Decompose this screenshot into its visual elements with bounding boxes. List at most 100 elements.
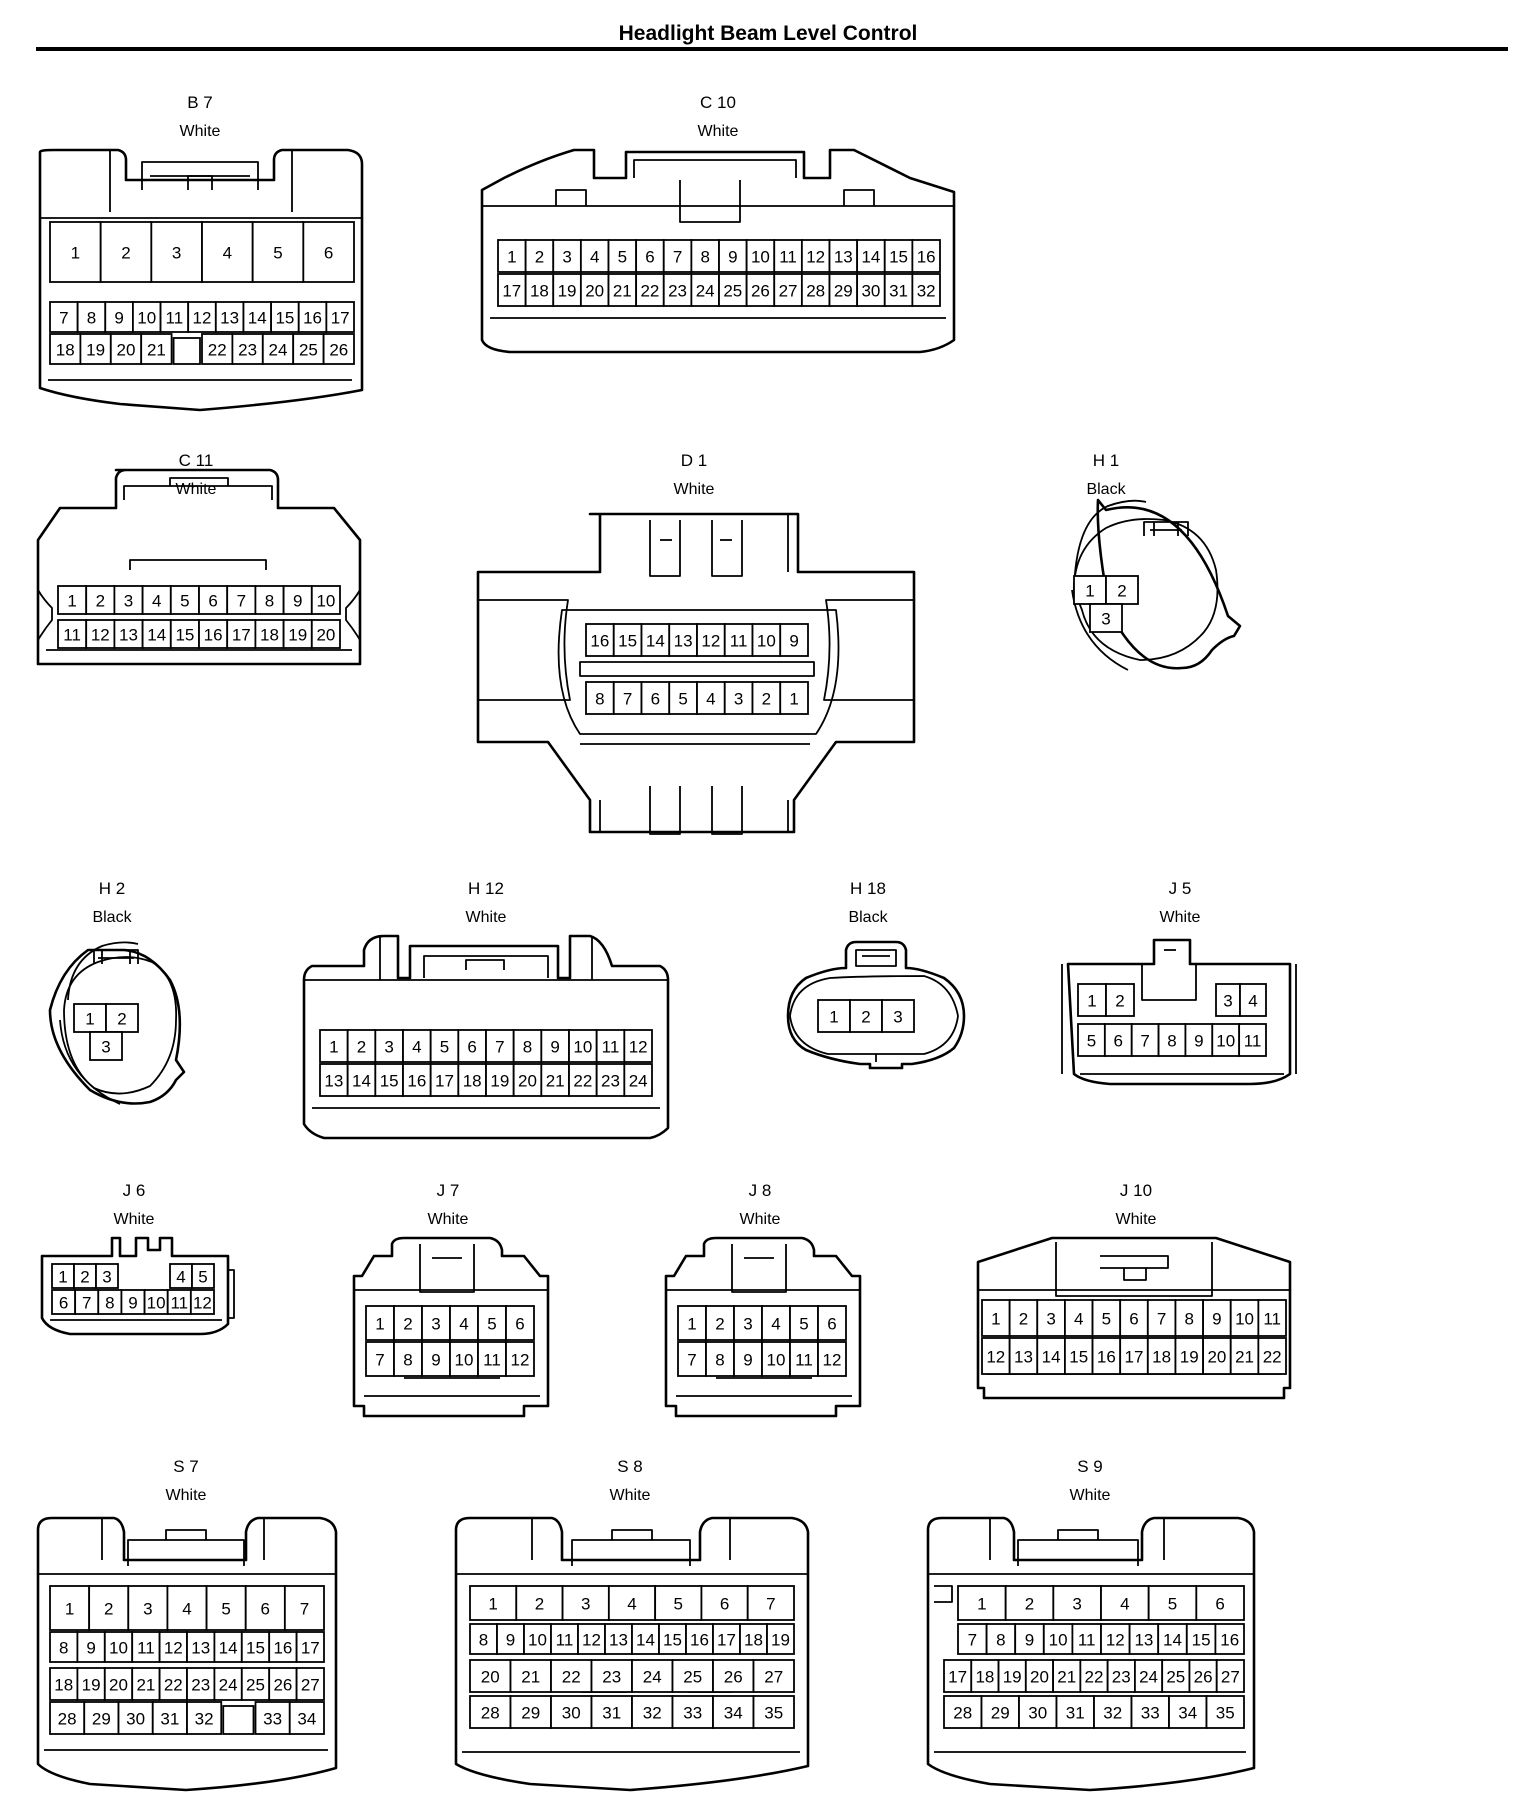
connector-id: C 10 <box>700 93 736 112</box>
pin-cell <box>789 1305 819 1341</box>
pin-number: 3 <box>562 248 571 267</box>
pin-number: 3 <box>1223 992 1232 1011</box>
pin-cell <box>1036 1337 1066 1375</box>
pin-number: 13 <box>191 1639 210 1658</box>
pin-cell <box>696 623 726 657</box>
pin-number: 10 <box>137 309 156 328</box>
pin-cell <box>677 1305 707 1341</box>
pin-number: 9 <box>114 309 123 328</box>
connector-housing <box>48 948 186 1105</box>
pin-number: 6 <box>1129 1310 1138 1329</box>
pin-cell <box>856 273 886 307</box>
pin-number: 14 <box>1042 1348 1061 1367</box>
pin-number: 23 <box>191 1676 210 1695</box>
pin-number: 15 <box>246 1639 265 1658</box>
pin-number: 5 <box>674 1595 683 1614</box>
pin-number: 2 <box>357 1038 366 1057</box>
connector-id: J 10 <box>1120 1181 1152 1200</box>
pin-number: 4 <box>1248 992 1257 1011</box>
pin-number: 23 <box>668 282 687 301</box>
pin-number: 15 <box>175 626 194 645</box>
pin-cell <box>911 239 941 273</box>
pin-number: 6 <box>645 248 654 267</box>
pin-number: 28 <box>806 282 825 301</box>
pin-number: 24 <box>1139 1668 1158 1687</box>
pin-cell <box>828 273 859 307</box>
pin-number: 4 <box>176 1268 185 1287</box>
pin-cell <box>113 585 144 615</box>
pin-number: 9 <box>293 592 302 611</box>
pin-number: 13 <box>1014 1348 1033 1367</box>
pin-number: 24 <box>696 282 715 301</box>
pin-cell <box>1052 1659 1082 1693</box>
pin-number: 2 <box>861 1008 870 1027</box>
pin-cell <box>1064 1299 1094 1337</box>
pin-cell <box>1157 1623 1188 1655</box>
pin-number: 16 <box>590 632 609 651</box>
pin-number: 11 <box>1263 1310 1281 1329</box>
pin-cell <box>131 1667 161 1701</box>
pin-number: 16 <box>917 248 936 267</box>
pin-number: 8 <box>996 1631 1005 1650</box>
pin-cell <box>88 1585 130 1631</box>
pin-cell <box>677 1341 707 1377</box>
pin-cell <box>169 585 200 615</box>
pin-number: 1 <box>85 1010 94 1029</box>
pin-number: 24 <box>643 1668 662 1687</box>
pin-number: 2 <box>1019 1310 1028 1329</box>
pin-cell <box>49 301 79 333</box>
pin-number: 22 <box>573 1072 592 1091</box>
pin-number: 8 <box>59 1639 68 1658</box>
housing-detail <box>67 941 139 1001</box>
pin-number: 9 <box>550 1038 559 1057</box>
pin-number: 6 <box>1215 1595 1224 1614</box>
pin-number: 9 <box>728 248 737 267</box>
pin-cell <box>226 619 257 649</box>
pin-cell <box>718 273 748 307</box>
pin-number: 6 <box>651 690 660 709</box>
pin-number: 14 <box>147 626 166 645</box>
pin-cell <box>1195 1585 1245 1621</box>
housing-detail <box>345 589 361 641</box>
pin-cell <box>198 585 229 615</box>
pin-cell <box>579 239 610 273</box>
pin-cell <box>49 1667 79 1701</box>
pin-number: 35 <box>1216 1704 1235 1723</box>
pin-cell <box>109 333 143 365</box>
pin-number: 2 <box>104 1600 113 1619</box>
pin-number: 21 <box>1235 1348 1254 1367</box>
pin-cell <box>552 239 582 273</box>
pin-number: 7 <box>495 1038 504 1057</box>
pin-number: 7 <box>1157 1310 1166 1329</box>
pin-number: 20 <box>117 341 136 360</box>
pin-number: 24 <box>269 341 288 360</box>
pin-number: 26 <box>751 282 770 301</box>
pin-cell <box>457 1029 487 1063</box>
connector-housing <box>40 1236 230 1336</box>
pin-cell <box>469 1623 498 1655</box>
housing-detail <box>823 599 914 701</box>
pin-number: 29 <box>834 282 853 301</box>
pin-number: 1 <box>67 592 76 611</box>
housing-detail <box>611 1529 653 1540</box>
pin-number: 11 <box>1078 1631 1096 1650</box>
pin-cell <box>943 1695 983 1729</box>
pin-number: 7 <box>968 1631 977 1650</box>
pin-cell <box>99 221 153 283</box>
empty-cavity <box>222 1705 255 1735</box>
pin-cell <box>1184 1023 1214 1057</box>
pin-cell <box>1214 1623 1245 1655</box>
housing-detail <box>93 949 139 964</box>
pin-cell <box>213 1667 243 1701</box>
housing-detail <box>555 189 587 206</box>
pin-cell <box>623 1029 653 1063</box>
pin-cell <box>49 333 82 365</box>
pin-cell <box>319 1029 349 1063</box>
pin-number: 1 <box>687 1315 696 1334</box>
connector-color: White <box>610 1487 651 1504</box>
